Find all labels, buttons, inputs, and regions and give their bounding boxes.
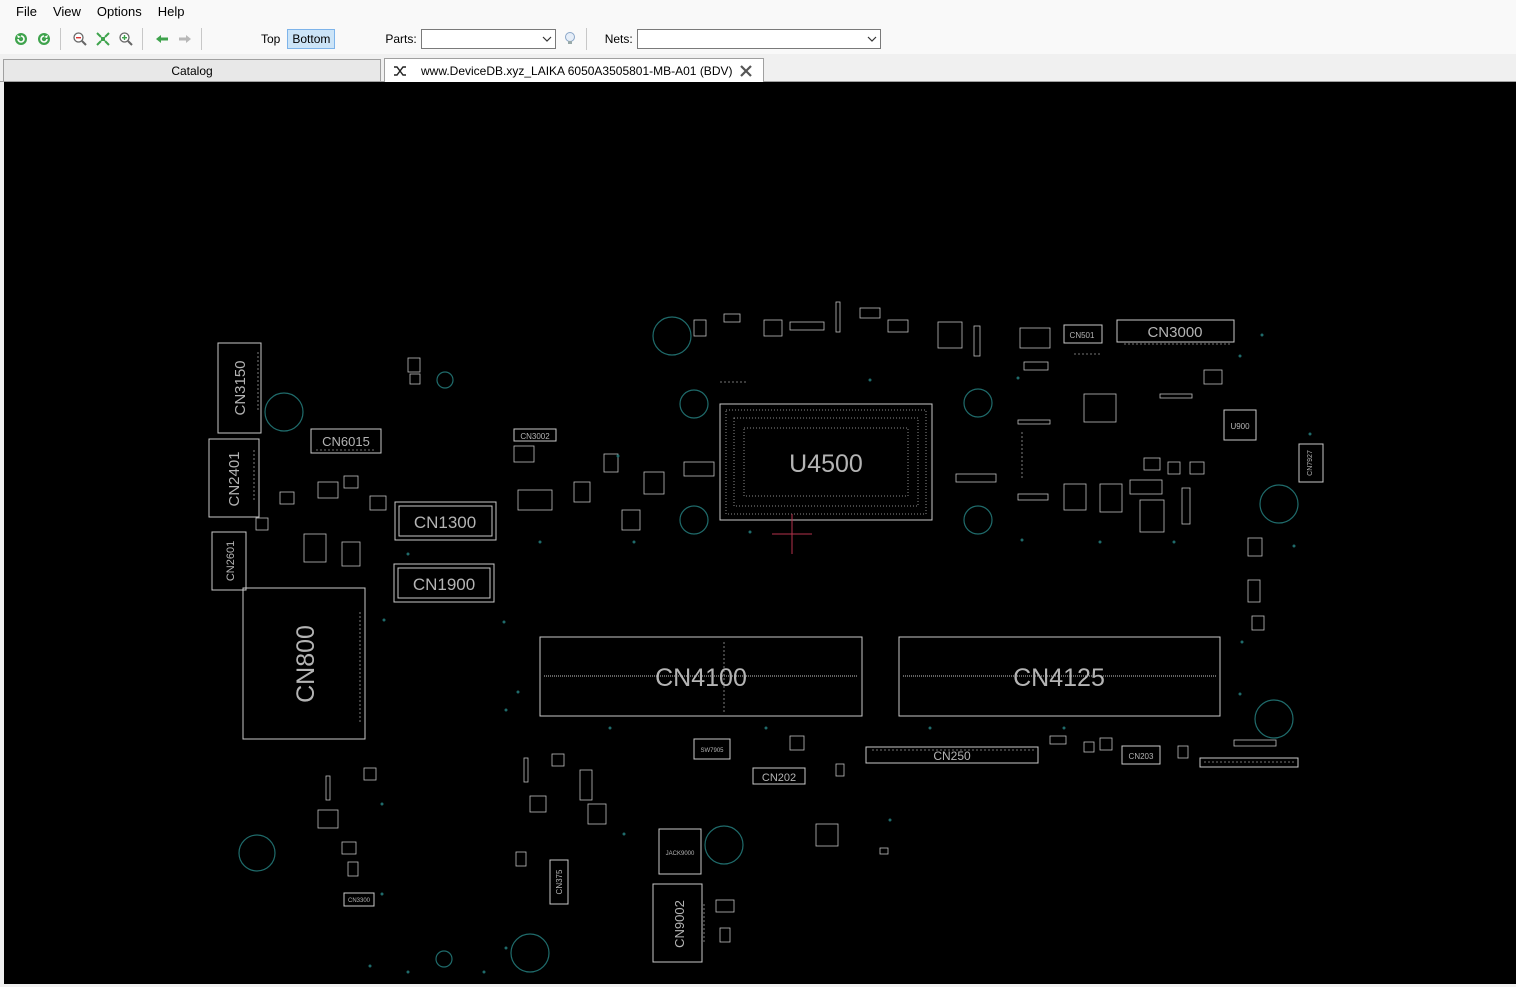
- cn501-outline: [1063, 324, 1103, 344]
- rotate-right-icon[interactable]: [34, 29, 54, 49]
- lightbulb-icon[interactable]: [560, 29, 580, 49]
- label-cn202: CN202: [762, 772, 796, 784]
- u4500-outline: [719, 403, 933, 521]
- label-cn9002: CN9002: [672, 900, 687, 948]
- tab-catalog[interactable]: Catalog: [3, 59, 381, 81]
- nets-label: Nets:: [604, 32, 633, 46]
- cn375-outline: [549, 859, 569, 905]
- label-cn1900: CN1900: [413, 575, 475, 594]
- toolbar-separator: [585, 28, 587, 50]
- board-canvas[interactable]: U4500 CN4100 CN4125 CN800 CN1300 CN1900 …: [4, 82, 1516, 984]
- label-cn375: CN375: [555, 869, 564, 894]
- cn3000-outline: [1116, 319, 1235, 343]
- pin-rows: [253, 343, 1296, 942]
- back-arrow-icon[interactable]: [152, 29, 172, 49]
- label-cn6015: CN6015: [322, 434, 370, 449]
- chevron-down-icon: [542, 36, 552, 42]
- cn800-outline: [242, 587, 366, 740]
- zoom-out-icon[interactable]: [70, 29, 90, 49]
- label-cn2401: CN2401: [226, 451, 243, 506]
- cn1900-outline: [393, 563, 495, 603]
- label-cn3150: CN3150: [232, 360, 249, 415]
- jack9000-outline: [658, 828, 702, 875]
- label-u900: U900: [1230, 422, 1250, 431]
- cn203-outline: [1121, 745, 1161, 765]
- part-labels: U4500 CN4100 CN4125 CN800 CN1300 CN1900 …: [225, 324, 1314, 948]
- cn6015-outline: [310, 428, 382, 454]
- cn2601-outline: [211, 531, 247, 591]
- parts-label: Parts:: [385, 32, 417, 46]
- cn9002-outline: [652, 883, 703, 963]
- label-cn250: CN250: [933, 749, 971, 763]
- cn4125-outline: [898, 636, 1221, 717]
- label-cn501: CN501: [1070, 331, 1095, 340]
- top-side-button[interactable]: Top: [261, 32, 281, 46]
- board-drawing: U4500 CN4100 CN4125 CN800 CN1300 CN1900 …: [208, 301, 1324, 974]
- cn3300-outline: [343, 892, 375, 907]
- cn2401-outline: [208, 438, 260, 518]
- cn4100-outline: [539, 636, 863, 717]
- label-cn3002: CN3002: [520, 432, 550, 441]
- label-cn4125: CN4125: [1013, 664, 1105, 692]
- small-components: [255, 301, 1277, 943]
- cn250-outline: [865, 746, 1039, 764]
- chevron-down-icon: [867, 36, 877, 42]
- label-cn3000: CN3000: [1147, 324, 1202, 341]
- zoom-in-icon[interactable]: [116, 29, 136, 49]
- nets-combobox[interactable]: [636, 29, 881, 49]
- toolbar-separator: [142, 28, 143, 50]
- zoom-fit-icon[interactable]: [93, 29, 113, 49]
- cn1300-outline: [394, 501, 497, 541]
- parts-combobox[interactable]: [420, 29, 556, 49]
- sw7905-outline: [693, 738, 731, 760]
- label-cn800: CN800: [292, 625, 320, 703]
- menu-options[interactable]: Options: [96, 4, 142, 19]
- cursor-crosshair: [772, 514, 812, 554]
- label-sw7905: SW7905: [700, 748, 724, 754]
- menu-bar: File View Options Help: [0, 0, 1516, 24]
- label-cn2601: CN2601: [225, 541, 237, 581]
- toolbar: Top Bottom Parts: Nets:: [0, 24, 1516, 54]
- shuffle-icon: [393, 65, 409, 77]
- label-u4500: U4500: [789, 450, 863, 478]
- tab-catalog-label: Catalog: [171, 63, 213, 78]
- rotate-left-icon[interactable]: [11, 29, 31, 49]
- forward-arrow-icon[interactable]: [175, 29, 195, 49]
- bottom-side-button[interactable]: Bottom: [287, 29, 336, 49]
- u900-outline: [1223, 409, 1257, 441]
- menu-file[interactable]: File: [16, 4, 37, 19]
- tab-board-file[interactable]: www.DeviceDB.xyz_LAIKA 6050A3505801-MB-A…: [384, 58, 764, 82]
- cn3150-outline: [217, 342, 262, 434]
- cn3002-outline: [513, 428, 557, 442]
- tab-bar: Catalog www.DeviceDB.xyz_LAIKA 6050A3505…: [0, 54, 1516, 82]
- menu-help[interactable]: Help: [157, 4, 185, 19]
- cn202-outline: [752, 767, 806, 785]
- label-cn4100: CN4100: [655, 664, 747, 692]
- label-cn203: CN203: [1129, 752, 1154, 761]
- menu-view[interactable]: View: [52, 4, 81, 19]
- cn7927-outline: [1298, 443, 1324, 483]
- label-cn7927: CN7927: [1307, 450, 1314, 476]
- via-dots: [368, 333, 1312, 974]
- tab-board-label: www.DeviceDB.xyz_LAIKA 6050A3505801-MB-A…: [421, 63, 733, 78]
- mounting-holes: [238, 316, 1299, 973]
- label-jack9000: JACK9000: [666, 851, 695, 857]
- label-cn3300: CN3300: [348, 898, 371, 904]
- label-cn1300: CN1300: [414, 513, 476, 532]
- toolbar-separator: [201, 28, 202, 50]
- toolbar-separator: [60, 28, 61, 50]
- close-tab-icon[interactable]: [740, 64, 753, 77]
